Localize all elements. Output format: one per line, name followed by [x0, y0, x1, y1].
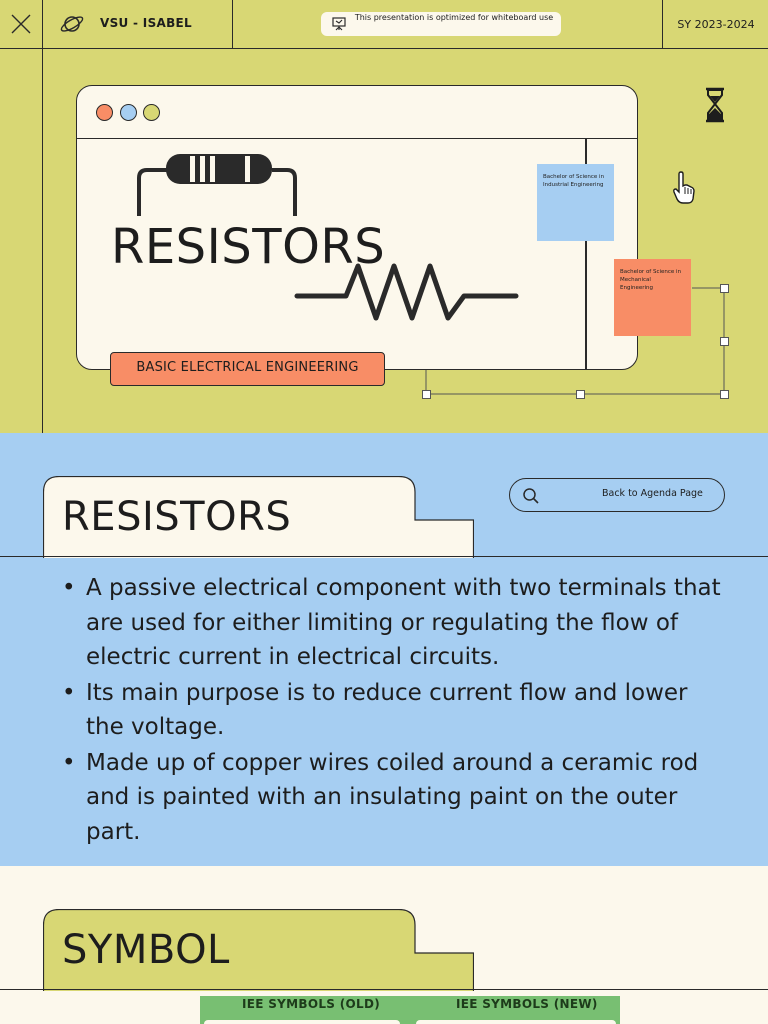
- back-to-agenda-label: Back to Agenda Page: [602, 488, 703, 499]
- table-header-new: IEE SYMBOLS (NEW): [456, 997, 598, 1011]
- tab-shape: [43, 476, 474, 558]
- symbol-panel-new: [416, 1020, 616, 1024]
- table-header-old: IEE SYMBOLS (OLD): [242, 997, 381, 1011]
- sticky-note-industrial[interactable]: Bachelor of Science in Industrial Engine…: [537, 164, 614, 241]
- window-title-bar: [77, 86, 637, 139]
- tab-shape: [43, 909, 474, 991]
- resize-handle[interactable]: [576, 390, 585, 399]
- back-to-agenda-button[interactable]: Back to Agenda Page: [509, 478, 725, 512]
- definition-list: A passive electrical component with two …: [62, 571, 722, 850]
- resize-handle[interactable]: [720, 337, 729, 346]
- selection-frame: [425, 287, 725, 395]
- section-title: RESISTORS: [62, 494, 292, 540]
- left-rail: [42, 49, 43, 433]
- hand-cursor-icon: [673, 171, 695, 204]
- school-year-cell: SY 2023-2024: [662, 0, 768, 49]
- window-dot-orange: [96, 104, 113, 121]
- hero-title: RESISTORS: [111, 219, 386, 275]
- section-title: SYMBOL: [62, 927, 230, 973]
- resize-handle[interactable]: [422, 390, 431, 399]
- window-dot-blue: [120, 104, 137, 121]
- definition-slide: RESISTORS Back to Agenda Page A passive …: [0, 433, 768, 866]
- symbol-panel-old: [204, 1020, 400, 1024]
- section-rule: [0, 989, 768, 990]
- window-dot-green: [143, 104, 160, 121]
- close-icon: [11, 14, 31, 34]
- list-item: Its main purpose is to reduce current fl…: [62, 676, 722, 745]
- planet-icon: [60, 16, 84, 32]
- school-year: SY 2023-2024: [677, 18, 755, 31]
- list-item: Made up of copper wires coiled around a …: [62, 746, 722, 850]
- resize-handle[interactable]: [720, 390, 729, 399]
- notice-text: This presentation is optimized for white…: [354, 13, 554, 22]
- resize-handle[interactable]: [720, 284, 729, 293]
- symbol-table-header: IEE SYMBOLS (OLD) IEE SYMBOLS (NEW): [200, 996, 620, 1024]
- title-tab: SYMBOL: [43, 909, 474, 991]
- top-bar: VSU - ISABEL This presentation is optimi…: [0, 0, 768, 49]
- sticky-note-mechanical[interactable]: Bachelor of Science in Mechanical Engine…: [614, 259, 691, 336]
- title-tab: RESISTORS: [43, 476, 474, 558]
- search-icon: [523, 488, 539, 504]
- title-slide: VSU - ISABEL This presentation is optimi…: [0, 0, 768, 433]
- resistor-component-icon: [137, 154, 297, 216]
- hourglass-icon: [706, 87, 724, 123]
- presentation-board-icon: [332, 17, 346, 31]
- section-rule: [0, 556, 768, 557]
- close-button[interactable]: [0, 0, 43, 49]
- resistor-zigzag-icon: [294, 263, 519, 321]
- window-divider: [585, 139, 587, 369]
- course-tag: BASIC ELECTRICAL ENGINEERING: [110, 352, 385, 386]
- school-cell: VSU - ISABEL: [43, 0, 233, 49]
- whiteboard-notice: This presentation is optimized for white…: [321, 12, 561, 36]
- symbol-slide: SYMBOL IEE SYMBOLS (OLD) IEE SYMBOLS (NE…: [0, 866, 768, 1024]
- school-name: VSU - ISABEL: [100, 16, 192, 30]
- list-item: A passive electrical component with two …: [62, 571, 722, 675]
